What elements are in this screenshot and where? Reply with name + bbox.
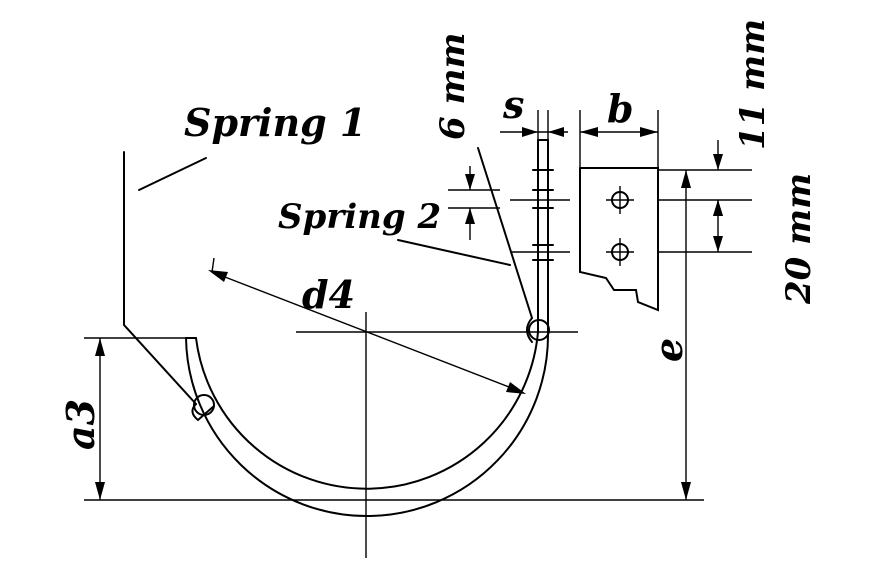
dimension-e [681,170,691,500]
bracket-plate [579,167,659,312]
dimension-6mm [465,166,475,240]
label-6mm: 6 mm [433,33,473,140]
label-spring-1: Spring 1 [184,100,366,145]
gutter-body [185,139,554,518]
label-11mm: 11 mm [733,19,773,150]
spring-2 [397,147,550,343]
label-e: e [646,338,691,362]
extension-lines [84,110,752,501]
label-d4: d4 [302,272,355,317]
label-a3: a3 [58,399,103,450]
label-s: s [502,82,524,127]
dimension-d4 [208,257,526,394]
dimension-a3 [95,338,105,500]
spring-1 [123,151,215,422]
label-b: b [607,86,634,131]
label-spring-2: Spring 2 [278,197,441,237]
label-20mm: 20 mm [779,173,819,305]
dimension-20mm [713,200,723,252]
dimension-b [580,127,658,137]
dimension-s [500,127,568,137]
